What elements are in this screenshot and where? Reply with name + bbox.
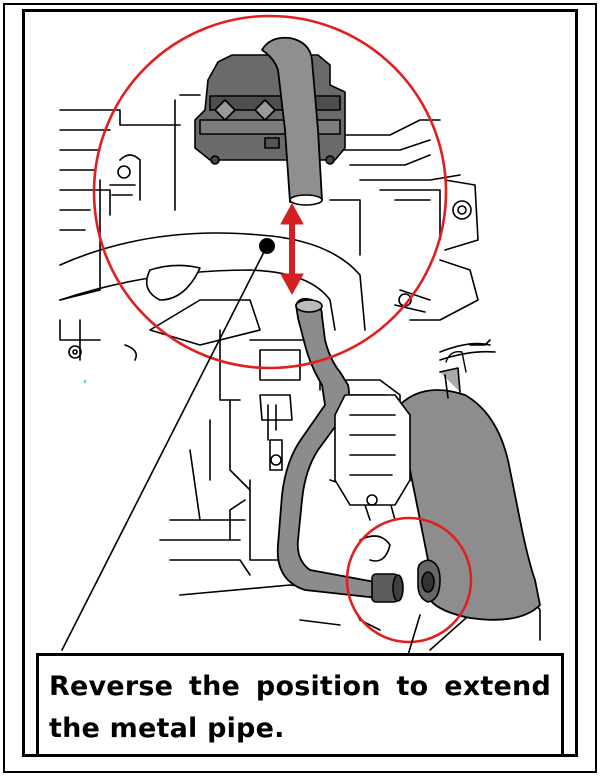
inner-frame bbox=[22, 9, 578, 757]
outer-frame bbox=[3, 3, 597, 773]
lower-highlight-circle bbox=[345, 516, 473, 644]
throttle-body bbox=[334, 394, 411, 506]
intake-duct bbox=[394, 351, 541, 621]
lower-leader-line bbox=[407, 614, 421, 656]
upper-vacuum-hose bbox=[261, 36, 323, 206]
upper-highlight-circle bbox=[92, 14, 448, 370]
manifold-pipe bbox=[59, 199, 366, 346]
leader-line bbox=[61, 245, 268, 651]
caption-box: Reverse the position to extend the metal… bbox=[36, 653, 564, 757]
double-headed-arrow-icon bbox=[280, 203, 304, 295]
caption-text: Reverse the position to extend the metal… bbox=[49, 671, 551, 744]
